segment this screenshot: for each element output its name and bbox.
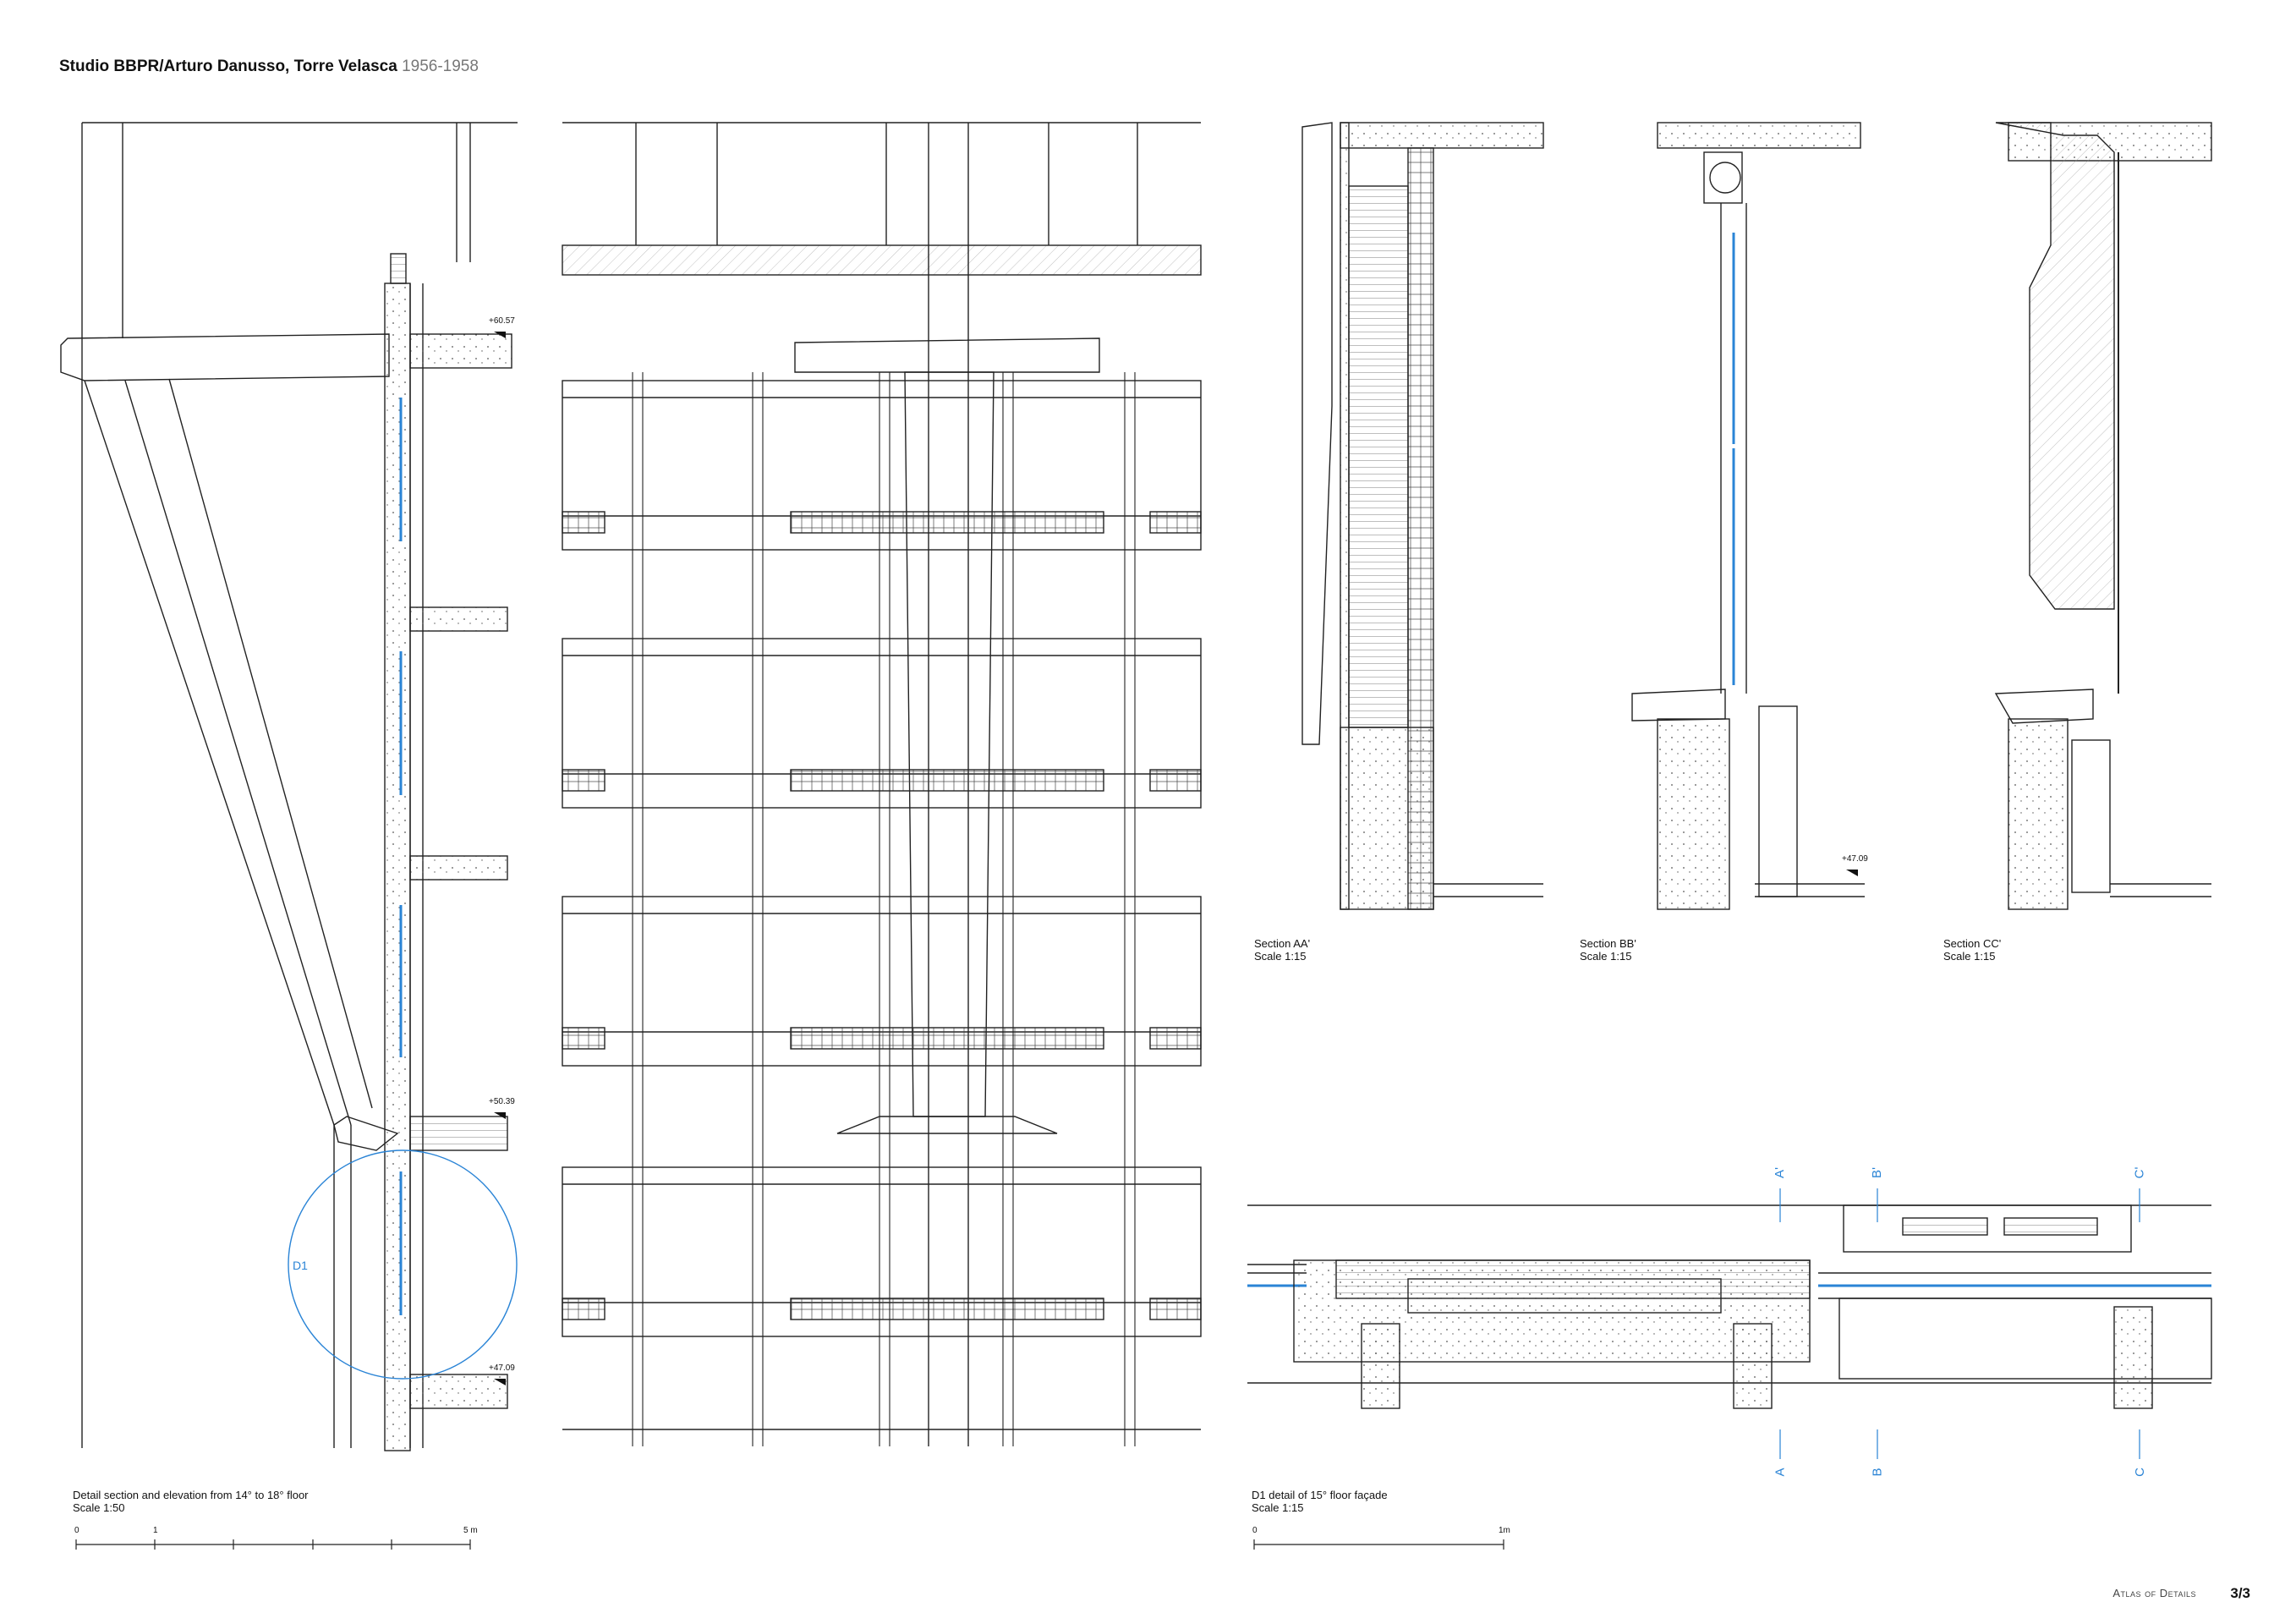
section-bb-caption: Section BB' Scale 1:15	[1580, 937, 1636, 963]
cut-label-a: A	[1773, 1468, 1788, 1477]
publication-name: Atlas of Details	[2112, 1587, 2196, 1599]
section-bb-level: +47.09	[1842, 854, 1868, 864]
title-text: Studio BBPR/Arturo Danusso, Torre Velasc…	[59, 58, 397, 75]
level-markers	[494, 332, 1858, 1385]
detail-scale-tick-1m: 1m	[1499, 1526, 1510, 1535]
page-number: 3/3	[2230, 1585, 2250, 1601]
section-bb-scale: Scale 1:15	[1580, 950, 1632, 963]
level-label-middle: +50.39	[489, 1097, 515, 1106]
scale-bar-detail	[1253, 1539, 1504, 1550]
scale-tick-1: 1	[153, 1526, 158, 1535]
cut-label-c-prime: C'	[2132, 1166, 2147, 1179]
cut-lines	[1779, 1188, 2140, 1459]
section-bb-drawing	[1631, 122, 1865, 910]
section-aa-label: Section AA'	[1254, 937, 1311, 950]
scale-bar-main	[75, 1539, 471, 1550]
section-cc-scale: Scale 1:15	[1943, 950, 1996, 963]
section-cc-label: Section CC'	[1943, 937, 2002, 950]
main-section-caption: Detail section and elevation from 14° to…	[73, 1489, 309, 1514]
detail-scale-tick-0: 0	[1252, 1526, 1258, 1535]
page-title: Studio BBPR/Arturo Danusso, Torre Velasc…	[59, 58, 479, 76]
cut-label-c: C	[2132, 1468, 2147, 1477]
section-cc-caption: Section CC' Scale 1:15	[1943, 937, 2001, 963]
elevation-floor-1	[562, 380, 1202, 551]
level-label-bottom: +47.09	[489, 1363, 515, 1373]
plan-caption-scale: Scale 1:15	[1252, 1501, 1304, 1514]
scale-tick-5m: 5 m	[463, 1526, 478, 1535]
section-aa-caption: Section AA' Scale 1:15	[1254, 937, 1310, 963]
section-aa-drawing	[1301, 122, 1544, 910]
plan-detail-caption: D1 detail of 15° floor façade Scale 1:15	[1252, 1489, 1388, 1514]
main-caption-title: Detail section and elevation from 14° to…	[73, 1489, 309, 1501]
scale-tick-0: 0	[74, 1526, 79, 1535]
elevation-floor-3	[562, 896, 1202, 1067]
plan-caption-title: D1 detail of 15° floor façade	[1252, 1489, 1388, 1501]
elevation-floor-4	[562, 1166, 1202, 1337]
detail-marker-d1: D1	[293, 1259, 308, 1272]
main-caption-scale: Scale 1:50	[73, 1501, 125, 1514]
section-cc-drawing	[1994, 122, 2212, 910]
elevation-floor-2	[562, 638, 1202, 809]
plan-detail-drawing	[1247, 1204, 2212, 1409]
main-section-drawing	[60, 122, 518, 1451]
section-aa-scale: Scale 1:15	[1254, 950, 1307, 963]
elevation-drawing	[562, 122, 1202, 1446]
title-years: 1956-1958	[402, 58, 479, 75]
level-label-top: +60.57	[489, 316, 515, 326]
cut-label-a-prime: A'	[1772, 1167, 1787, 1178]
cut-label-b-prime: B'	[1869, 1167, 1884, 1178]
section-bb-label: Section BB'	[1580, 937, 1636, 950]
cut-label-b: B	[1870, 1468, 1885, 1477]
